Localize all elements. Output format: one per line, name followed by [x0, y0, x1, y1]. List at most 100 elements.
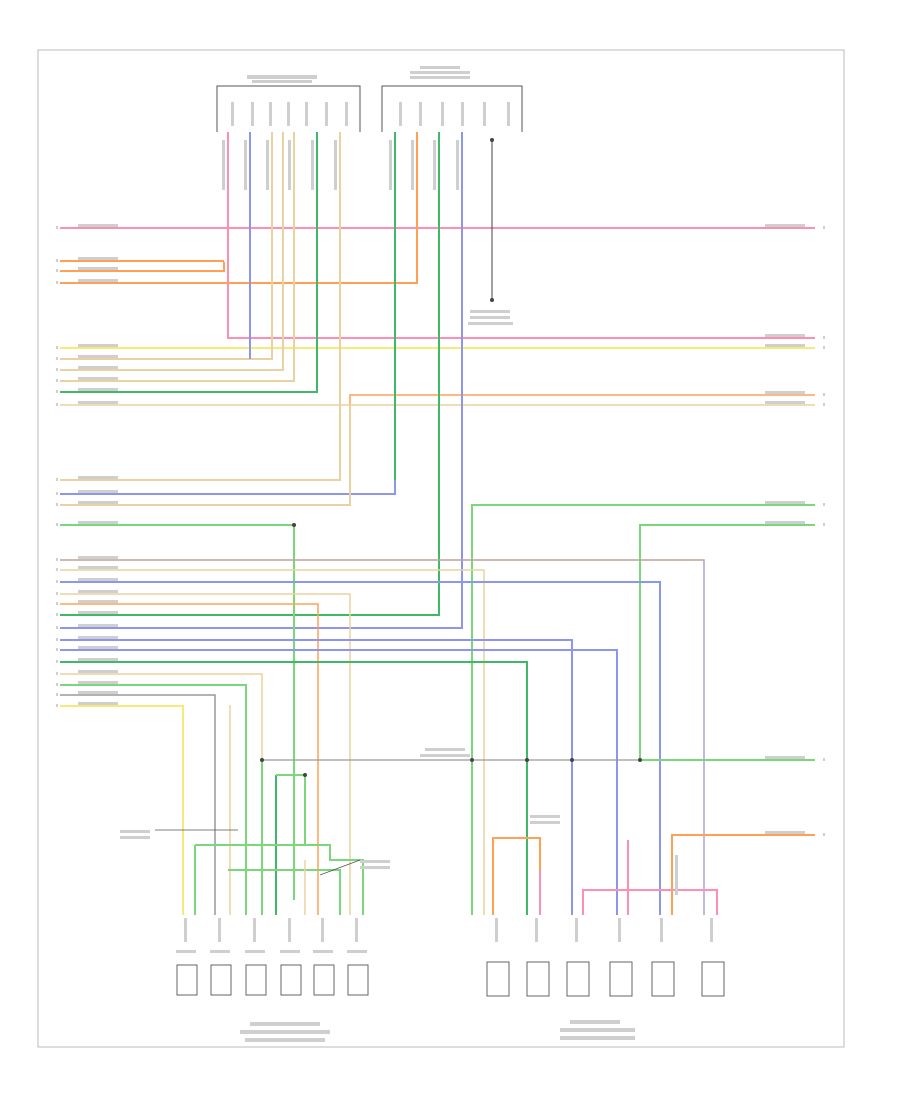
left-wire-label — [78, 366, 118, 369]
left-pin-number — [56, 558, 58, 561]
wire-label — [288, 140, 291, 190]
wire-blue-3 — [60, 132, 463, 629]
wire-label-vertical — [355, 918, 358, 942]
left-wire-label — [78, 556, 118, 559]
pin-label — [419, 102, 422, 126]
pin-label — [305, 102, 308, 126]
right-wire-label — [765, 756, 805, 759]
annotation-label — [120, 830, 150, 833]
right-wire-label — [765, 401, 805, 404]
left-pin-number — [56, 580, 58, 583]
left-pin-number — [56, 602, 58, 605]
pin-label — [287, 102, 290, 126]
coil-connector — [566, 961, 590, 997]
right-pin-number — [823, 403, 825, 406]
caption-left — [250, 1022, 320, 1026]
wire-label-vertical — [618, 918, 621, 942]
left-pin-number — [56, 704, 58, 707]
wire-green-3 — [60, 132, 440, 616]
connector-bracket-left — [216, 85, 361, 132]
injector-connector — [313, 964, 335, 996]
wire-label-vertical — [321, 918, 324, 942]
wire-tan-1 — [60, 132, 273, 360]
left-wire-label — [78, 501, 118, 504]
left-wire-label — [78, 600, 118, 603]
coil-connector — [609, 961, 633, 997]
caption-right-3 — [560, 1036, 635, 1040]
left-pin-number — [56, 683, 58, 686]
annotation-label — [425, 748, 465, 751]
connector-subtitle-right-2 — [410, 76, 470, 79]
right-pin-number — [823, 346, 825, 349]
connector-subtitle-right — [410, 71, 470, 74]
left-pin-number — [56, 357, 58, 360]
coil-connector — [651, 961, 675, 997]
injector-connector — [176, 964, 198, 996]
left-wire-label — [78, 476, 118, 479]
left-wire-label — [78, 279, 118, 282]
left-pin-number — [56, 478, 58, 481]
annotation-label — [360, 860, 390, 863]
connector-pin-label — [210, 950, 230, 953]
splice-dot — [292, 523, 296, 527]
right-wire-label — [765, 391, 805, 394]
pin-label — [399, 102, 402, 126]
wire-pink-3 — [582, 889, 718, 915]
left-pin-number — [56, 626, 58, 629]
annotation-label-2 — [420, 754, 470, 757]
left-pin-number — [56, 523, 58, 526]
left-pin-number — [56, 492, 58, 495]
pin-label — [251, 102, 254, 126]
left-wire-label — [78, 702, 118, 705]
wire-orange-2 — [60, 262, 225, 272]
left-pin-number — [56, 346, 58, 349]
left-pin-number — [56, 390, 58, 393]
wire-orange-right-1 — [349, 394, 815, 405]
wire-label — [244, 140, 247, 190]
pin-label — [345, 102, 348, 126]
left-wire-label — [78, 355, 118, 358]
wire-tan-8 — [60, 673, 263, 915]
left-wire-label — [78, 224, 118, 227]
pin-label — [461, 102, 464, 126]
left-pin-number — [56, 613, 58, 616]
left-pin-number — [56, 379, 58, 382]
left-wire-label — [78, 691, 118, 694]
connector-subtitle-left — [252, 80, 312, 83]
wire-tan-5 — [60, 405, 351, 506]
connector-pin-label — [313, 950, 333, 953]
right-wire-label — [765, 831, 805, 834]
right-wire-label — [765, 334, 805, 337]
wire-orange-3 — [60, 132, 418, 284]
left-wire-label — [78, 377, 118, 380]
left-wire-label — [78, 388, 118, 391]
splice-dot — [570, 758, 574, 762]
wire-orange-5 — [671, 834, 815, 915]
wire-label-vertical — [575, 918, 578, 942]
splice-dot — [470, 758, 474, 762]
annotation-label — [530, 815, 560, 818]
wire-green-5 — [60, 661, 528, 915]
wire-label-vertical — [660, 918, 663, 942]
wire-label-vertical — [253, 918, 256, 942]
caption-left-3 — [245, 1038, 325, 1042]
wire-pink-2 — [227, 132, 815, 339]
right-pin-number — [823, 833, 825, 836]
left-wire-label — [78, 344, 118, 347]
splice-dot — [303, 773, 307, 777]
wire-label — [456, 140, 459, 190]
left-pin-number — [56, 672, 58, 675]
wire-label — [389, 140, 392, 190]
left-pin-number — [56, 368, 58, 371]
right-wire-label — [765, 224, 805, 227]
splice-dot — [490, 138, 494, 142]
left-wire-label — [78, 611, 118, 614]
pin-label — [231, 102, 234, 126]
wire-gray-1 — [60, 694, 216, 915]
annotation-label-2 — [120, 836, 150, 839]
right-wire-label — [765, 344, 805, 347]
wire-label — [222, 140, 225, 190]
right-pin-number — [823, 393, 825, 396]
left-pin-number — [56, 638, 58, 641]
wire-blue-6 — [60, 649, 618, 915]
